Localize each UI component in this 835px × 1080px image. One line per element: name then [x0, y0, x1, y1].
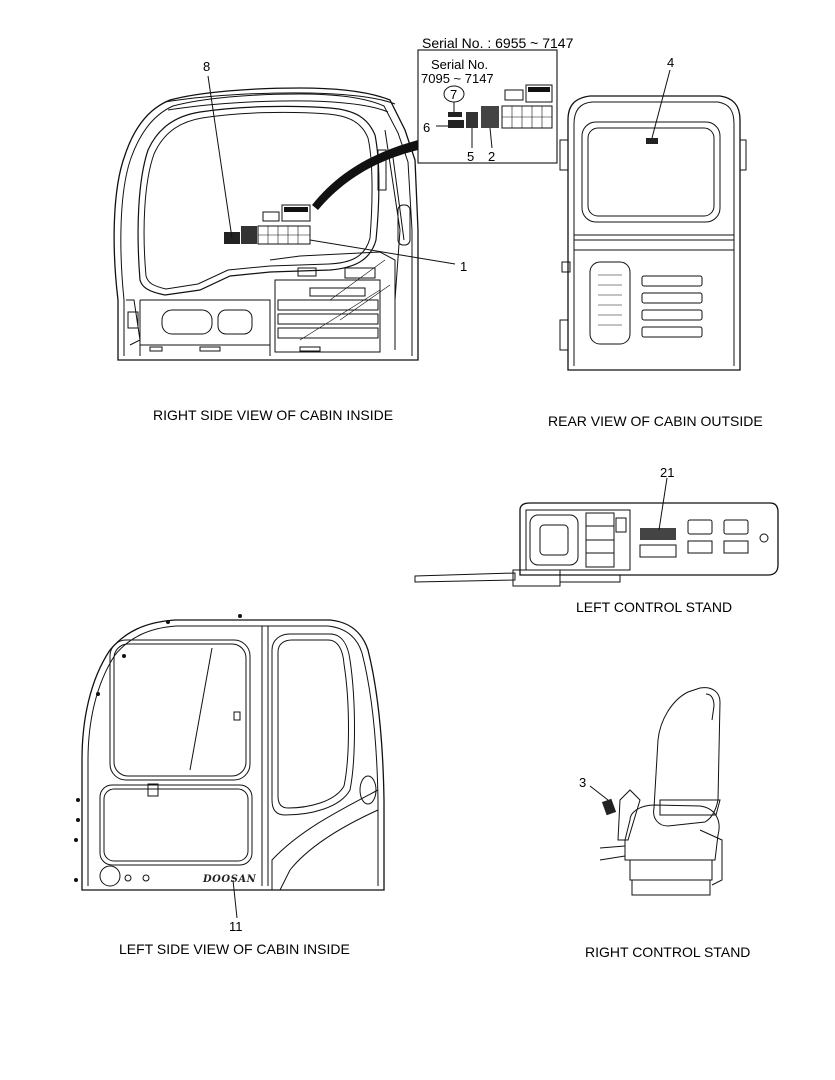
- caption-left-side-view: LEFT SIDE VIEW OF CABIN INSIDE: [119, 941, 350, 957]
- serial-inset-box: [417, 49, 558, 164]
- serial-label: Serial No.: [431, 57, 489, 72]
- caption-rear-view: REAR VIEW OF CABIN OUTSIDE: [548, 413, 763, 429]
- callout-2: 2: [488, 149, 496, 164]
- callout-21: 21: [660, 465, 675, 480]
- right-side-cabin-drawing: [113, 75, 456, 361]
- callout-6: 6: [423, 120, 431, 135]
- caption-right-control-stand: RIGHT CONTROL STAND: [585, 944, 751, 960]
- callout-4: 4: [667, 55, 675, 70]
- callout-11: 11: [229, 919, 243, 934]
- serial-range-top: Serial No. : 6955 ~ 7147: [422, 35, 574, 51]
- callout-1: 1: [460, 259, 468, 274]
- serial-range-inner: 7095 ~ 7147: [421, 71, 494, 86]
- right-control-stand-drawing: [589, 687, 723, 896]
- callout-8: 8: [203, 59, 211, 74]
- callout-3: 3: [579, 775, 587, 790]
- left-control-stand-drawing: [414, 477, 779, 587]
- caption-left-control-stand: LEFT CONTROL STAND: [576, 599, 733, 615]
- caption-right-side-view: RIGHT SIDE VIEW OF CABIN INSIDE: [153, 407, 394, 423]
- rear-cabin-drawing: [559, 69, 747, 371]
- callout-7: 7: [450, 87, 458, 102]
- callout-5: 5: [467, 149, 475, 164]
- left-side-cabin-drawing: [74, 614, 385, 919]
- doosan-logo: DOOSAN: [203, 874, 257, 885]
